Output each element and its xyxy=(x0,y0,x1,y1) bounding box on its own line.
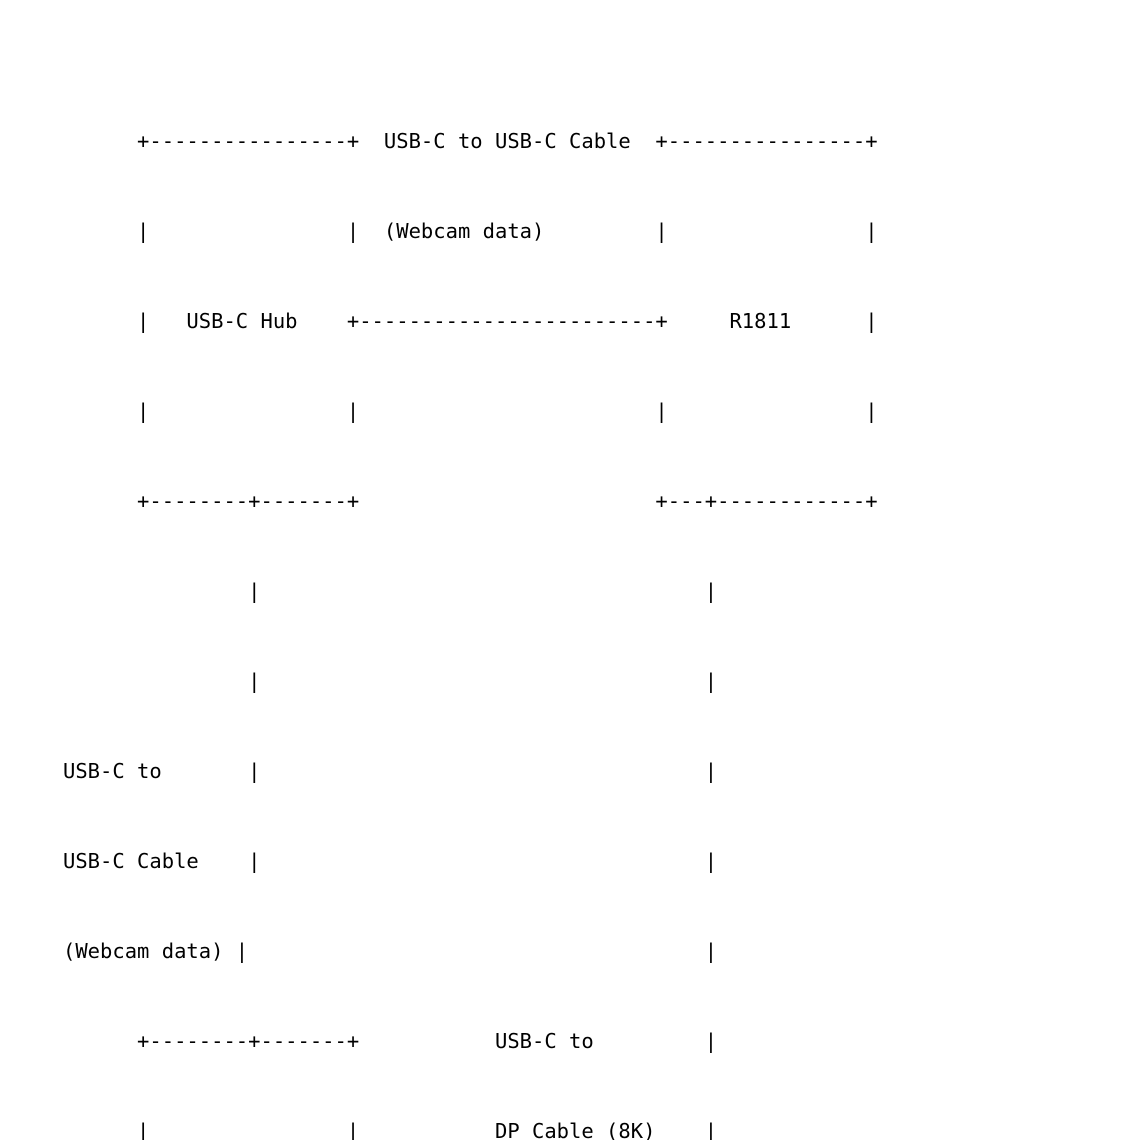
diagram-canvas: +----------------+ USB-C to USB-C Cable … xyxy=(63,129,878,1140)
ascii-art-diagram: +----------------+ USB-C to USB-C Cable … xyxy=(63,66,878,1140)
art-line-3: | | | | xyxy=(63,399,878,423)
art-line-5: | | xyxy=(63,579,718,603)
art-line-0: +----------------+ USB-C to USB-C Cable … xyxy=(63,129,878,153)
art-line-6: | | xyxy=(63,669,718,693)
art-line-8: USB-C Cable | | xyxy=(63,849,718,873)
art-line-9: (Webcam data) | | xyxy=(63,939,718,963)
art-line-7: USB-C to | | xyxy=(63,759,718,783)
art-line-2: | USB-C Hub +------------------------+ R… xyxy=(63,309,878,333)
art-line-10: +--------+-------+ USB-C to | xyxy=(63,1029,718,1053)
art-line-11: | | DP Cable (8K) | xyxy=(63,1119,718,1140)
art-line-4: +--------+-------+ +---+------------+ xyxy=(63,489,878,513)
art-line-1: | | (Webcam data) | | xyxy=(63,219,878,243)
